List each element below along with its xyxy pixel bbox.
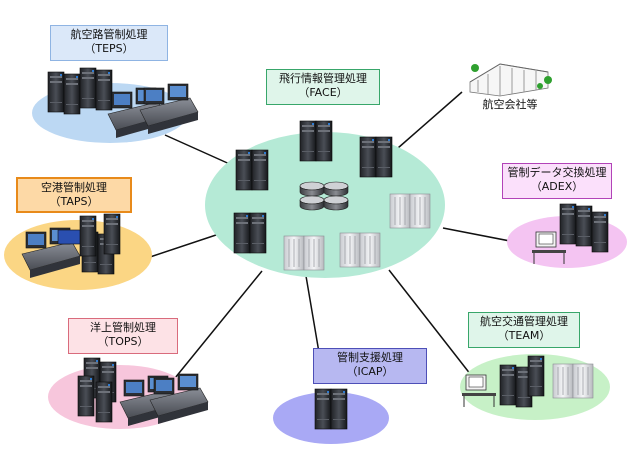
label-teps: 航空路管制処理 （TEPS） bbox=[50, 25, 168, 61]
label-taps: 空港管制処理 （TAPS） bbox=[16, 177, 132, 213]
taps-title: 空港管制処理 bbox=[41, 181, 107, 194]
icap-equipment bbox=[314, 388, 348, 430]
connections bbox=[149, 91, 511, 383]
taps-abbrev: （TAPS） bbox=[49, 195, 99, 208]
team-abbrev: （TEAM） bbox=[497, 329, 551, 342]
icap-abbrev: （ICAP） bbox=[346, 365, 394, 378]
link-airline bbox=[397, 91, 463, 149]
label-team: 航空交通管理処理 （TEAM） bbox=[468, 312, 580, 348]
airline-label: 航空会社等 bbox=[482, 98, 538, 111]
taps-equipment bbox=[21, 213, 121, 279]
label-face: 飛行情報管理処理 （FACE） bbox=[266, 69, 380, 105]
icap-title: 管制支援処理 bbox=[337, 351, 403, 364]
face-abbrev: （FACE） bbox=[298, 86, 348, 99]
tops-title: 洋上管制処理 bbox=[90, 321, 156, 334]
teps-abbrev: （TEPS） bbox=[84, 42, 134, 55]
link-tops bbox=[174, 270, 263, 379]
link-taps bbox=[149, 232, 223, 258]
airline-building-icon bbox=[469, 63, 552, 97]
tops-abbrev: （TOPS） bbox=[97, 335, 149, 348]
label-tops: 洋上管制処理 （TOPS） bbox=[68, 318, 178, 354]
link-adex bbox=[442, 227, 511, 242]
label-adex: 管制データ交換処理 （ADEX） bbox=[502, 163, 612, 199]
team-title: 航空交通管理処理 bbox=[480, 315, 568, 328]
adex-title: 管制データ交換処理 bbox=[507, 166, 607, 179]
face-title: 飛行情報管理処理 bbox=[279, 72, 367, 85]
teps-title: 航空路管制処理 bbox=[70, 28, 148, 41]
adex-abbrev: （ADEX） bbox=[530, 180, 584, 193]
link-team bbox=[388, 269, 472, 376]
label-icap: 管制支援処理 （ICAP） bbox=[313, 348, 427, 384]
